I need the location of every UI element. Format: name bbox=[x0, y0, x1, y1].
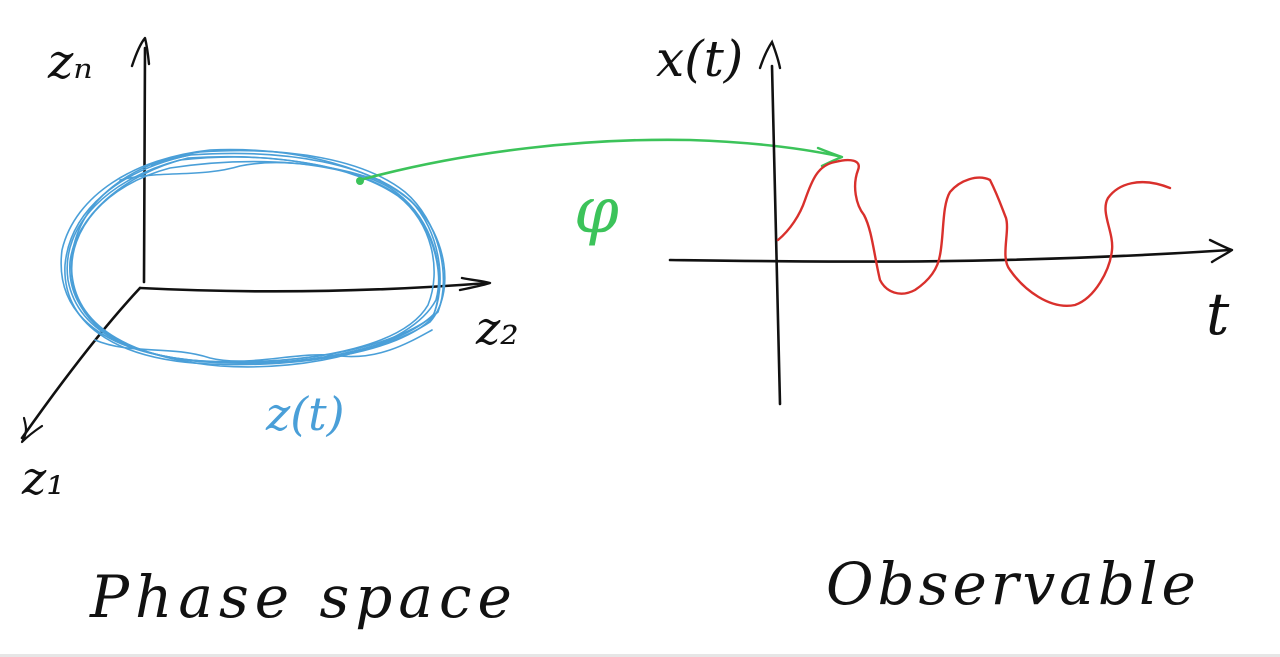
trajectory-label: z(t) bbox=[265, 387, 345, 441]
observable-axis-label: x(t) bbox=[656, 30, 743, 88]
labels: zₙ z₂ z₁ z(t) φ x(t) t Phase space Obser… bbox=[21, 30, 1230, 631]
phase-space-panel bbox=[20, 36, 492, 444]
z-2-label: z₂ bbox=[475, 301, 519, 355]
z-2-axis bbox=[138, 281, 490, 293]
phase-space-caption: Phase space bbox=[89, 563, 518, 631]
trajectory-tail bbox=[150, 152, 194, 167]
trajectory-loop bbox=[70, 160, 440, 368]
map-source-point bbox=[356, 177, 364, 185]
trajectory-loops bbox=[60, 148, 446, 368]
t-axis bbox=[668, 248, 1232, 263]
map-arrow-curve bbox=[358, 138, 840, 182]
z-1-label: z₁ bbox=[21, 451, 65, 505]
z-1-axis bbox=[20, 286, 142, 440]
map-label: φ bbox=[574, 174, 619, 248]
z-n-label: zₙ bbox=[47, 34, 93, 90]
t-axis-arrowhead bbox=[1208, 238, 1234, 264]
x-axis-vertical bbox=[770, 64, 782, 406]
trajectory-wobble bbox=[119, 161, 381, 181]
time-axis-label: t bbox=[1206, 280, 1230, 348]
z-n-arrowhead bbox=[130, 36, 151, 68]
observable-signal bbox=[776, 158, 1172, 307]
z-1-arrowhead bbox=[20, 416, 44, 444]
trajectory-loop bbox=[70, 149, 445, 363]
observable-panel bbox=[668, 64, 1234, 406]
bottom-rule bbox=[0, 654, 1280, 657]
trajectory-wobble bbox=[94, 329, 433, 362]
observable-axis-arrowhead bbox=[758, 39, 782, 70]
z-2-arrowhead bbox=[458, 276, 492, 292]
observable-caption: Observable bbox=[826, 550, 1200, 618]
